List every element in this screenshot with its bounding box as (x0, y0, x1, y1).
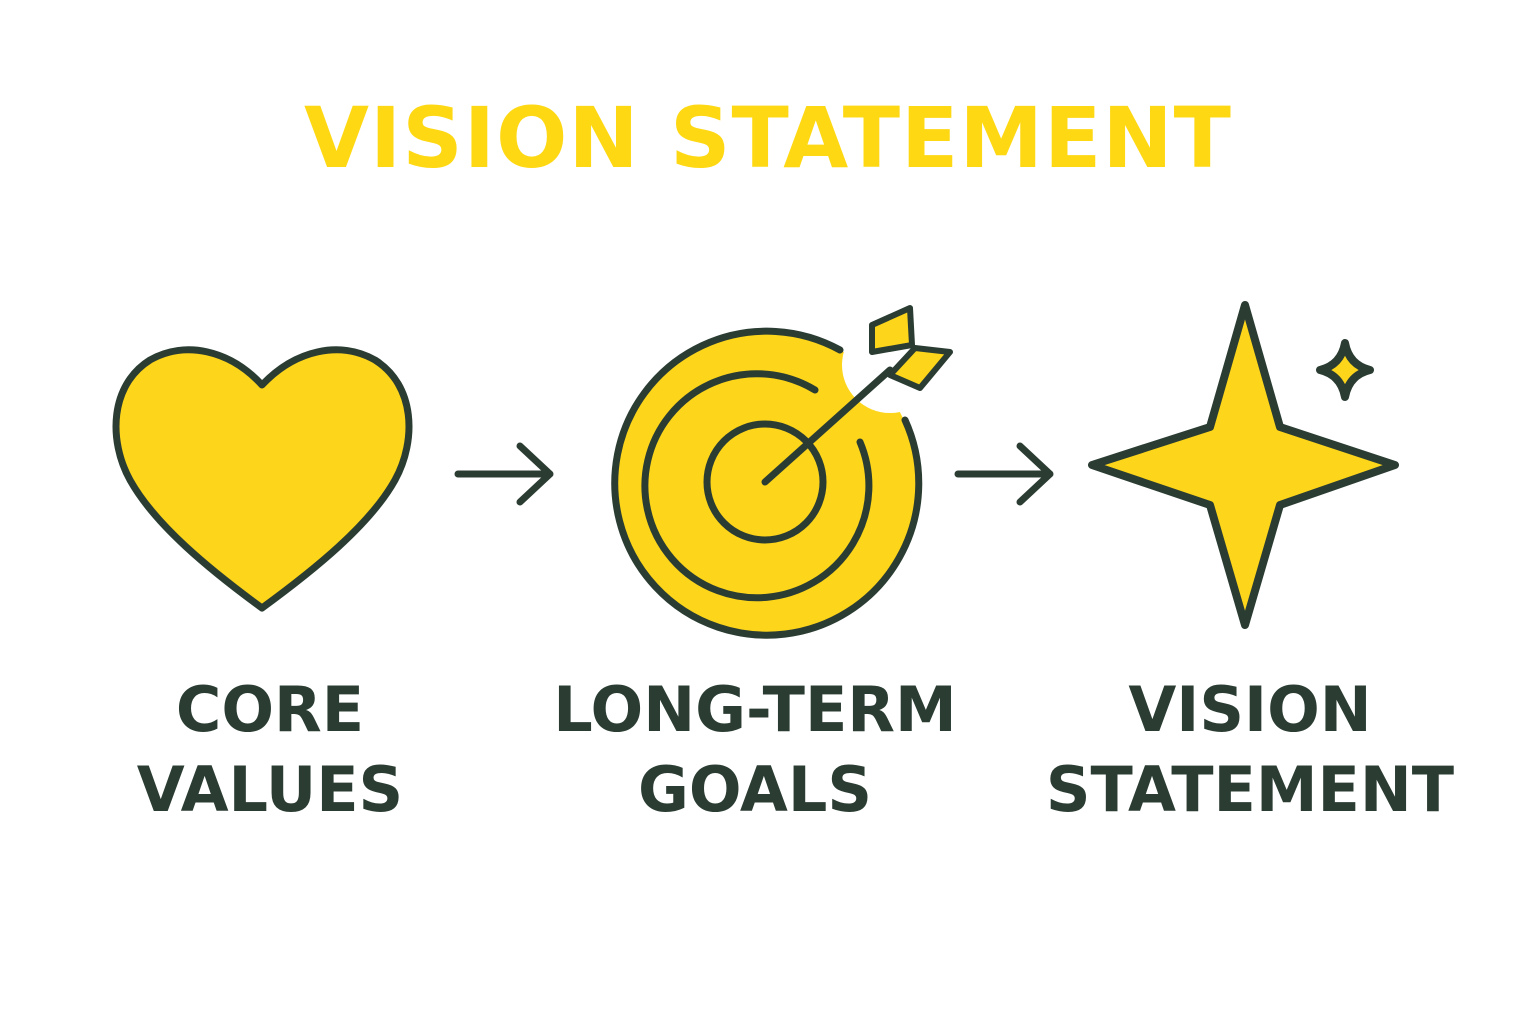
step-label-line1: LONG-TERM (553, 673, 957, 746)
arrow-right-icon (954, 442, 1054, 506)
sparkle-star-icon (1088, 301, 1399, 629)
step-label-line1: CORE (175, 673, 365, 746)
heart-icon (112, 346, 413, 612)
step-label-line1: VISION (1128, 673, 1372, 746)
arrow-right-icon (454, 442, 554, 506)
step-label-core-values: CORE VALUES (110, 670, 430, 830)
diagram-title: VISION STATEMENT (304, 89, 1232, 187)
step-label-vision-statement: VISION STATEMENT (1040, 670, 1460, 830)
step-label-line2: GOALS (637, 753, 873, 826)
target-arrow-icon (611, 305, 953, 639)
step-label-line2: VALUES (136, 753, 404, 826)
step-label-line2: STATEMENT (1045, 753, 1455, 826)
step-label-long-term-goals: LONG-TERM GOALS (545, 670, 965, 830)
